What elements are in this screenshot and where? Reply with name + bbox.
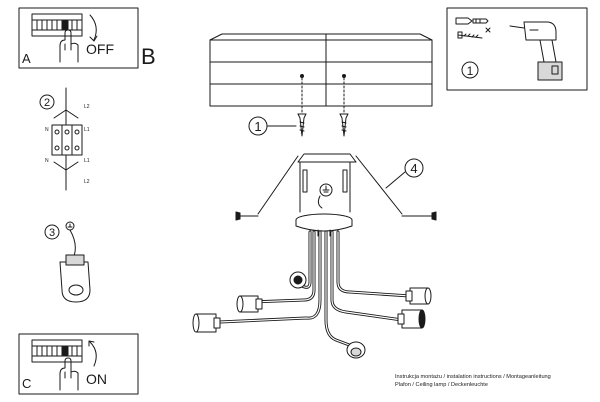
wiring-step-number: 2 <box>44 97 50 109</box>
mounting-screw-icon <box>339 113 349 137</box>
terminal-label: L1 <box>84 127 90 133</box>
ground-bracket-icon <box>59 261 91 303</box>
lamp-socket-icon <box>397 309 426 329</box>
wall-plug-icon <box>455 17 489 25</box>
ceiling-icon <box>209 33 433 107</box>
callout-leader <box>385 171 406 189</box>
on-label: ON <box>86 371 107 387</box>
hand-icon <box>59 357 79 391</box>
lamp-canopy-icon <box>295 213 353 237</box>
wiring-terminal-step: 2 L2 L1 N L1 N L2 <box>39 87 90 191</box>
tools-panel-frame <box>446 7 588 91</box>
lamp-socket-icon <box>192 313 221 333</box>
terminal-label: L1 <box>84 158 90 164</box>
lamp-arm <box>336 230 412 298</box>
ground-connection-step: 3 <box>44 221 91 303</box>
off-label: OFF <box>86 41 114 57</box>
tools-step-number: 1 <box>467 64 474 78</box>
terminal-label: L2 <box>84 179 90 185</box>
lamp-socket-icon <box>405 287 432 305</box>
caption-line-1: Instrukcja montażu / instalation instruc… <box>395 374 551 380</box>
cross-icon <box>485 27 491 33</box>
arrow-head-icon <box>88 340 95 347</box>
panel-a-letter: A <box>22 51 31 66</box>
lamp-arm <box>324 230 354 348</box>
side-screw-icon <box>235 211 259 221</box>
terminal-label: N <box>45 158 49 164</box>
panel-c-letter: C <box>22 376 31 391</box>
step-number-circle <box>461 61 479 79</box>
ground-clamp <box>65 254 85 266</box>
lamp-socket-icon <box>236 295 263 313</box>
screw-icon <box>457 31 483 39</box>
ground-symbol-icon <box>67 223 73 228</box>
terminal-label: L2 <box>84 104 90 110</box>
ground-step-number: 3 <box>49 227 55 239</box>
screw-callout-number: 1 <box>254 119 261 134</box>
breaker-box-icon <box>31 339 83 363</box>
lamp-arm <box>330 230 404 322</box>
panel-c: C ON <box>18 333 139 395</box>
caption-line-2: Plafon / Ceiling lamp / Deckenleuchte <box>395 382 488 388</box>
lamp-arm <box>250 230 316 304</box>
ground-wire <box>69 229 76 257</box>
wire-split <box>53 109 79 119</box>
lamp-socket-icon <box>289 271 307 289</box>
step-number-circle <box>44 224 60 240</box>
curved-arrow-down-icon <box>89 14 97 41</box>
mounting-screw-icon <box>297 113 307 137</box>
lamp-socket-icon <box>346 341 366 359</box>
panel-a: A OFF <box>18 7 139 69</box>
drill-icon <box>509 21 563 81</box>
step-number-circle <box>39 94 55 110</box>
panel-b-letter: B <box>141 44 156 69</box>
callout-circle <box>404 158 424 178</box>
mounting-bracket-icon <box>257 153 403 215</box>
ground-wire <box>317 195 323 209</box>
ground-symbol-icon <box>319 183 333 197</box>
frame-callout-number: 4 <box>410 161 417 176</box>
curved-arrow-up-icon <box>89 341 97 367</box>
tools-panel: 1 <box>446 7 588 91</box>
wire-split <box>53 161 79 171</box>
panel-c-frame <box>18 333 139 395</box>
breaker-box-icon <box>31 13 83 37</box>
ground-symbol-icon <box>322 185 330 193</box>
side-screw-icon <box>401 211 437 221</box>
lamp-arm <box>218 230 322 324</box>
arrow-head-icon <box>89 35 98 42</box>
hand-icon <box>59 29 79 63</box>
panel-a-frame <box>18 7 139 69</box>
terminal-label: N <box>45 127 49 133</box>
bracket-hole <box>68 284 84 296</box>
